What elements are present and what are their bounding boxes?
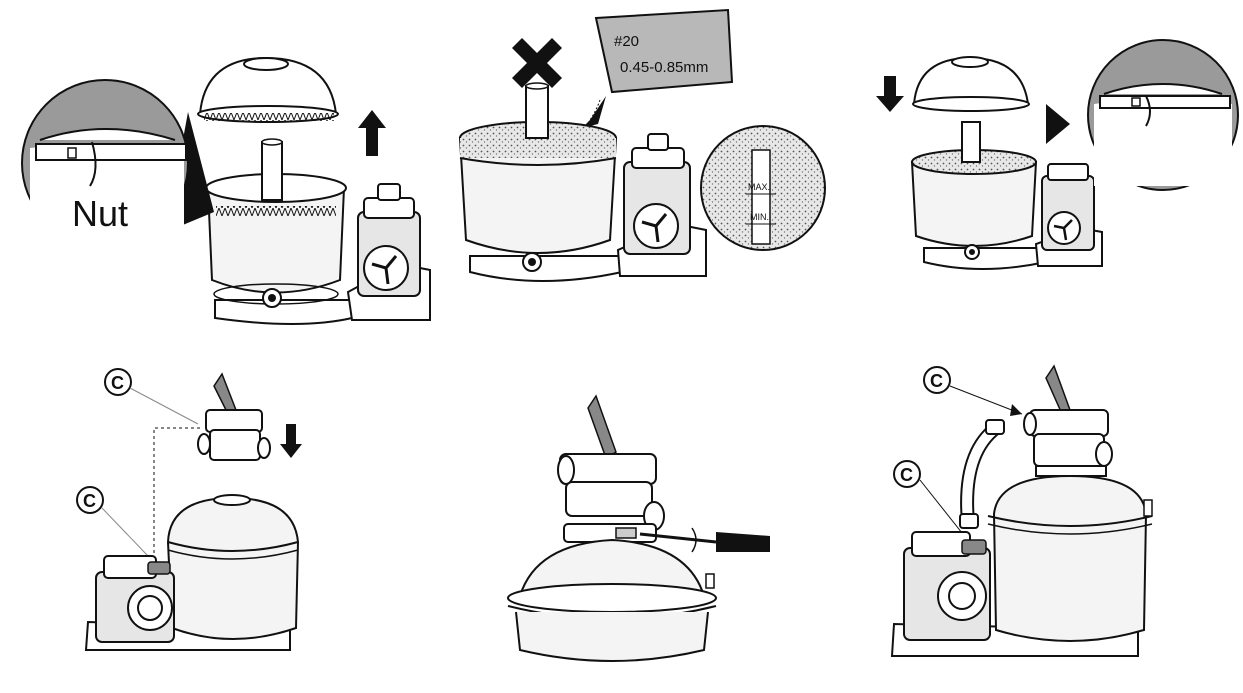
step-3-replace-lid	[876, 39, 1239, 270]
level-min-label: MIN.	[750, 212, 769, 222]
pump-4	[95, 555, 175, 643]
step-6-connect-hose: C C	[890, 364, 1153, 657]
svg-text:C: C	[900, 465, 913, 485]
arrow-down-icon	[280, 424, 302, 458]
cross-icon	[512, 38, 562, 88]
valve-4	[197, 372, 271, 461]
pump-2	[616, 133, 707, 277]
callout-c-3	[923, 366, 951, 394]
step-5-tighten-clamp	[507, 394, 770, 662]
screwdriver-icon	[639, 527, 770, 553]
svg-text:C: C	[83, 491, 96, 511]
svg-text:C: C	[111, 373, 124, 393]
sand-size-label: 0.45-0.85mm	[620, 59, 708, 76]
pump-1	[346, 183, 431, 321]
callout-c-2	[76, 486, 104, 514]
sand-bag: #20 0.45-0.85mm	[594, 8, 734, 94]
arrow-down-icon	[876, 76, 904, 112]
arrow-up-icon	[358, 110, 386, 156]
nut-label: Nut	[72, 193, 128, 234]
pump-3	[1034, 163, 1103, 267]
step-4-mount-valve: C C	[76, 368, 302, 651]
sand-grade-label: #20	[614, 33, 639, 50]
level-max-label: MAX.	[748, 182, 770, 192]
pump-6	[903, 531, 991, 641]
valve-6	[1023, 364, 1113, 477]
callout-c-4	[893, 460, 921, 488]
triangle-right-icon	[1046, 104, 1070, 144]
step-1-remove-lid: Nut	[21, 56, 431, 325]
step-2-add-sand: #20 0.45-0.85mm MAX.	[458, 8, 826, 282]
svg-text:C: C	[930, 371, 943, 391]
callout-c-1	[104, 368, 132, 396]
